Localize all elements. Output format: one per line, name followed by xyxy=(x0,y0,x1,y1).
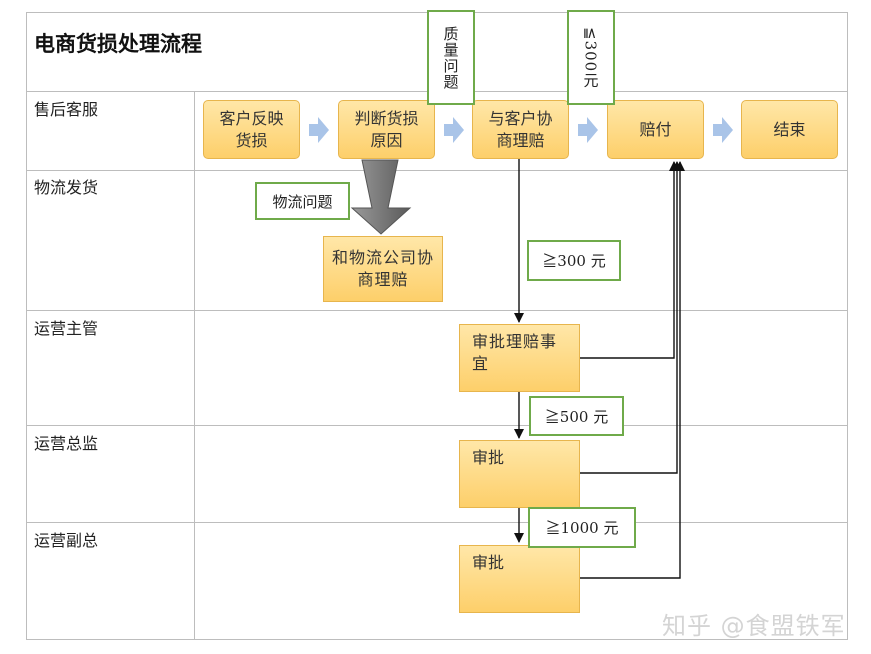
step-judge-cause: 判断货损原因 xyxy=(338,100,435,159)
lane-label-after-sales: 售后客服 xyxy=(34,100,99,119)
step-compensate: 赔付 xyxy=(607,100,704,159)
lane-label-logistics: 物流发货 xyxy=(34,178,99,197)
note-ge-1000: ≧1000 元 xyxy=(528,507,636,548)
lane-label-ops-manager: 运营主管 xyxy=(34,319,99,338)
watermark: 知乎 @食盟铁军 xyxy=(662,612,846,640)
flow-arrow-icon xyxy=(309,117,329,143)
flow-arrow-icon xyxy=(713,117,733,143)
lane-label-ops-vp: 运营副总 xyxy=(34,531,99,550)
note-quality-issue: 质量问题 xyxy=(427,10,475,105)
lane-label-ops-director: 运营总监 xyxy=(34,434,99,453)
lane-divider xyxy=(26,425,848,426)
step-end: 结束 xyxy=(741,100,838,159)
lane-divider xyxy=(26,170,848,171)
step-approve-director: 审批 xyxy=(459,440,580,508)
step-approve-vp: 审批 xyxy=(459,545,580,613)
note-ge-300: ≧300 元 xyxy=(527,240,621,281)
note-le-300: ≦300元 xyxy=(567,10,615,105)
lane-divider xyxy=(26,310,848,311)
note-ge-500: ≧500 元 xyxy=(529,396,624,436)
diagram-title: 电商货损处理流程 xyxy=(34,32,202,56)
step-approve-manager: 审批理赔事宜 xyxy=(459,324,580,392)
flow-arrow-icon xyxy=(578,117,598,143)
step-negotiate-customer: 与客户协商理赔 xyxy=(472,100,569,159)
step-customer-report: 客户反映货损 xyxy=(203,100,300,159)
down-arrow-icon xyxy=(350,159,412,235)
flow-arrow-icon xyxy=(444,117,464,143)
lane-label-divider xyxy=(194,91,195,640)
note-logistics-issue: 物流问题 xyxy=(255,182,350,220)
step-negotiate-logistics: 和物流公司协商理赔 xyxy=(323,236,443,302)
lane-divider xyxy=(26,522,848,523)
